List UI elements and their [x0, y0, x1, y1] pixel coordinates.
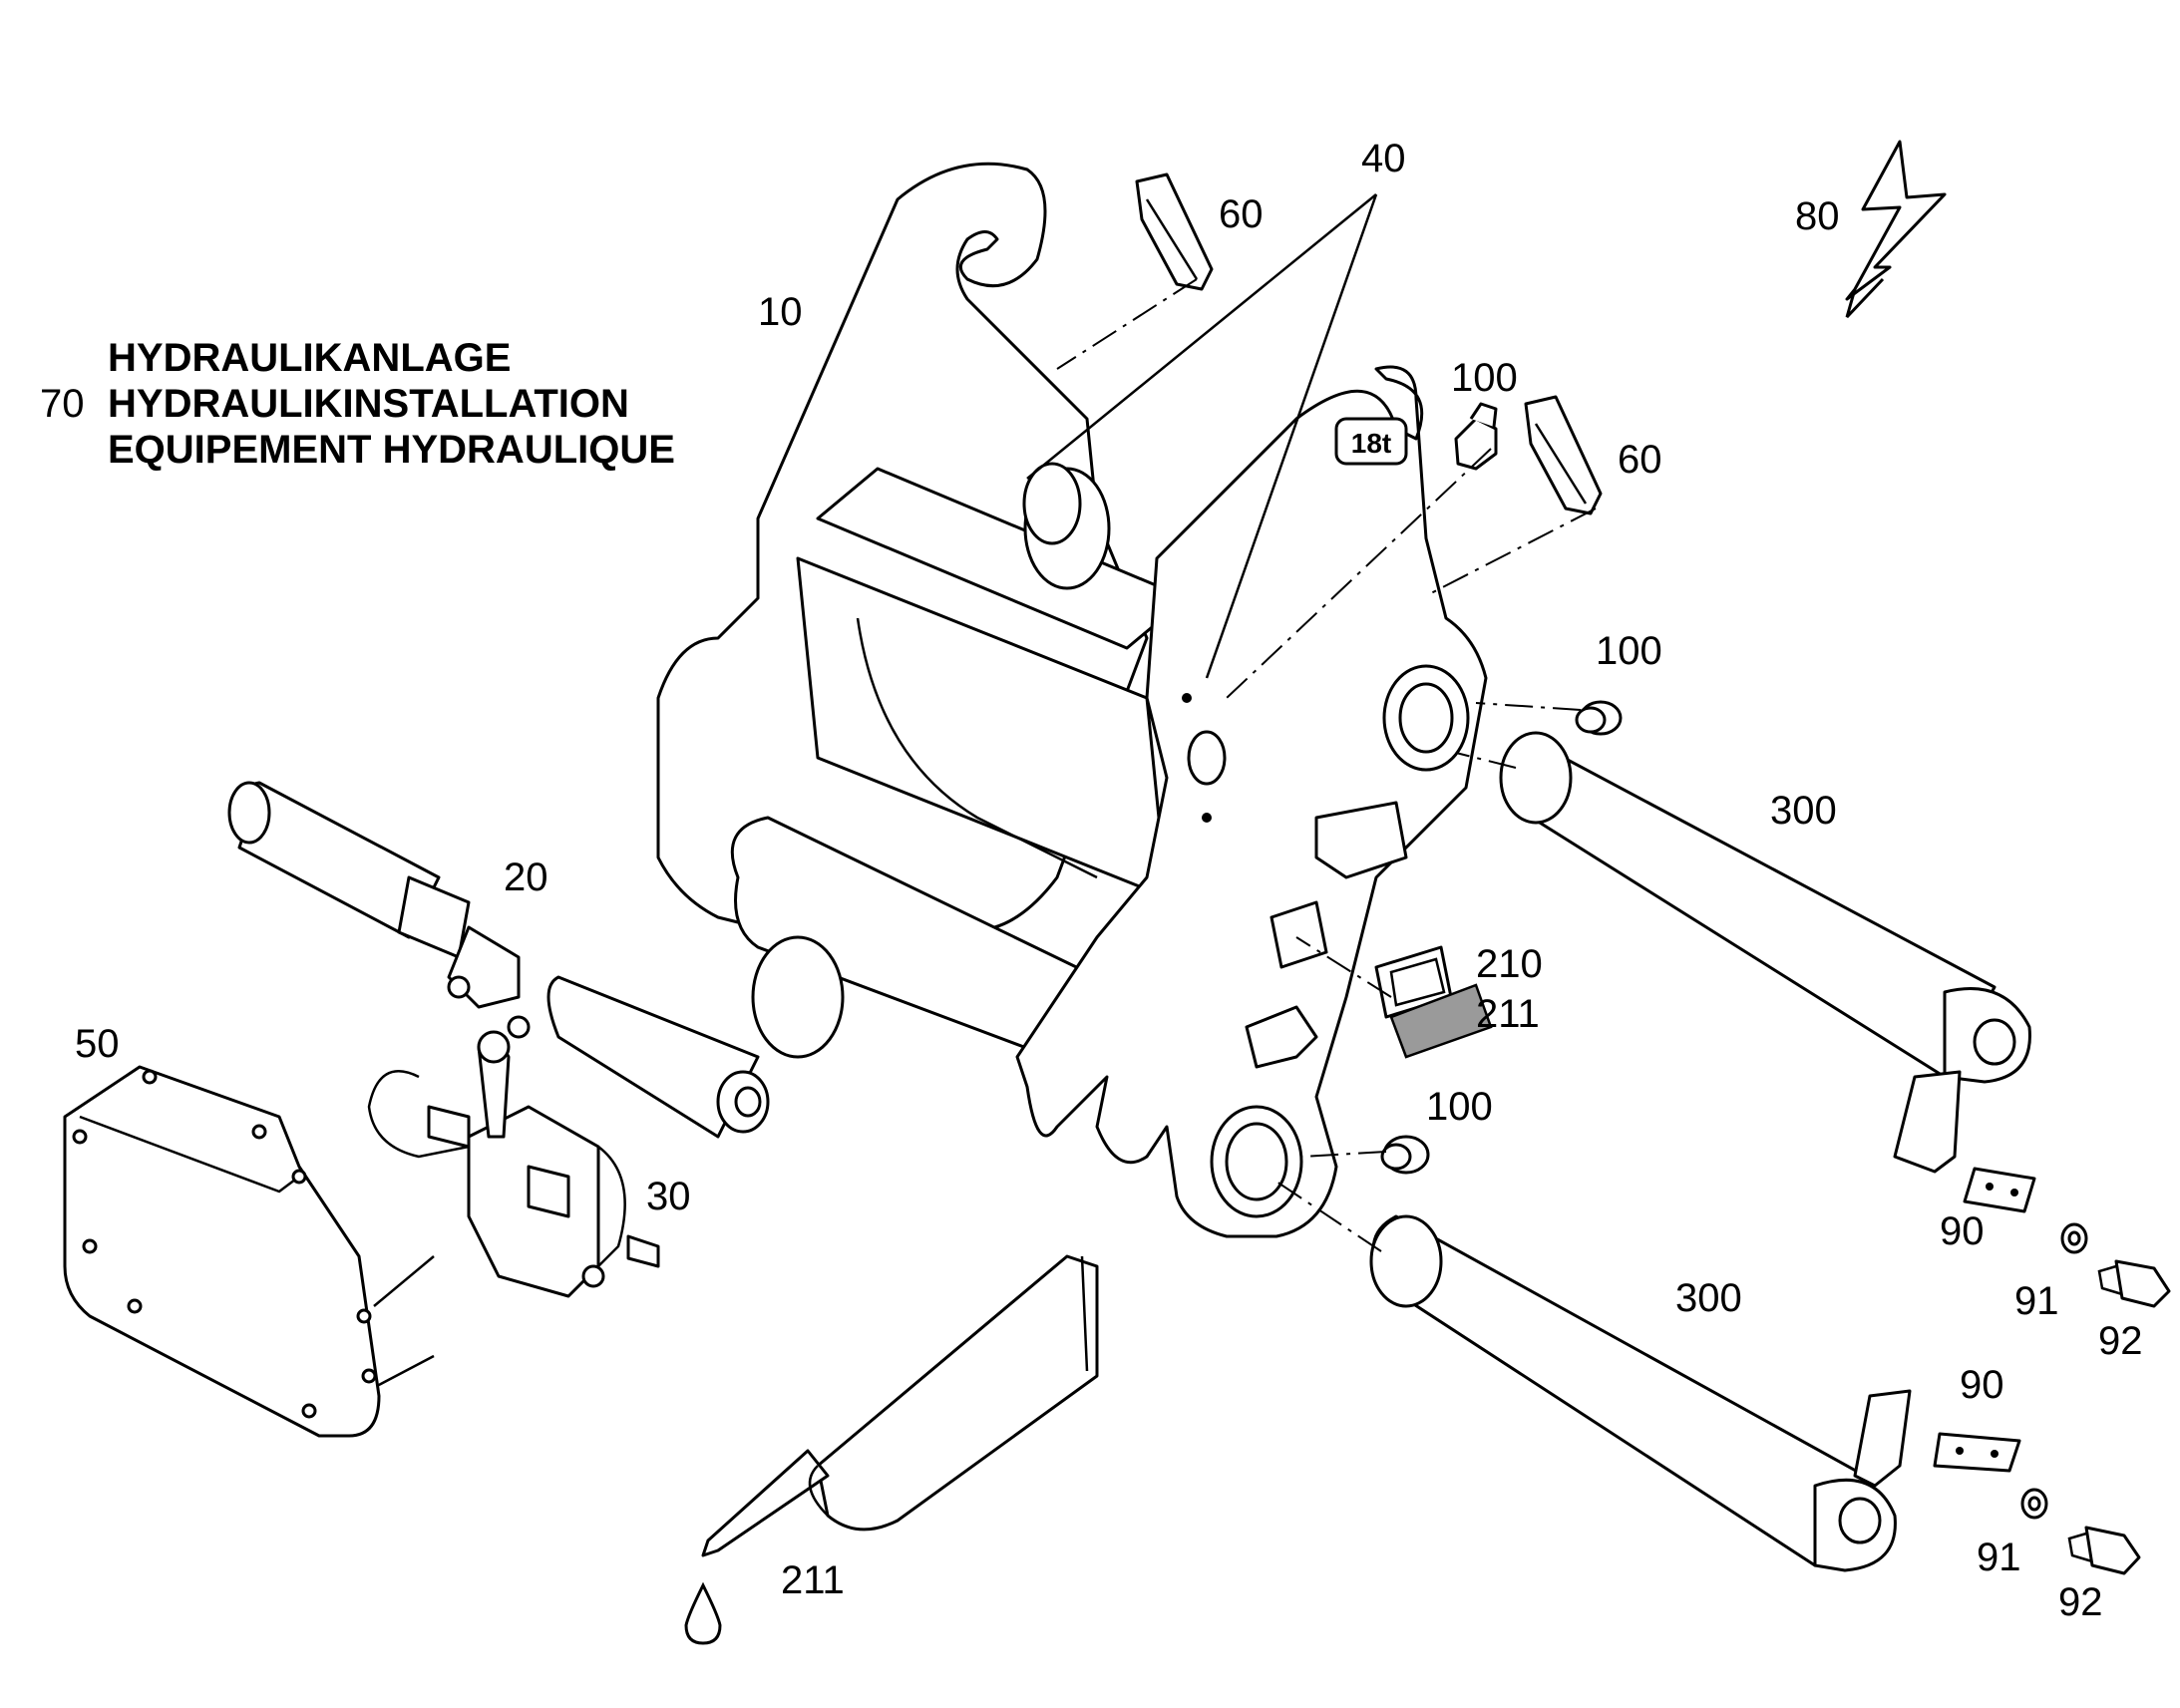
sealant-tube-211: [701, 1254, 1099, 1557]
callout-91-lower: 91: [1977, 1536, 2021, 1579]
hydraulic-cylinder-20: [227, 781, 770, 1139]
plug-100-middle: [1575, 700, 1623, 736]
callout-20: 20: [504, 855, 548, 899]
callout-80: 80: [1795, 194, 1840, 238]
retaining-plate-90-upper: [1963, 1167, 2036, 1213]
callout-100-top: 100: [1451, 356, 1518, 400]
callout-100-middle: 100: [1596, 629, 1662, 673]
electrical-bolt-icon: [1845, 140, 1947, 319]
grease-nipple-top: [1454, 402, 1498, 471]
callout-90-lower: 90: [1960, 1363, 2004, 1407]
callout-211-plate: 211: [1476, 992, 1540, 1036]
callout-92-lower: 92: [2058, 1580, 2103, 1624]
callout-210: 210: [1476, 942, 1543, 986]
callout-60-top: 60: [1219, 192, 1264, 236]
latch-part-60-right: [1524, 395, 1603, 515]
washer-91-upper: [2060, 1222, 2088, 1254]
quick-coupler-frame: 18t: [656, 162, 1488, 1238]
cover-plate-50: [63, 1065, 435, 1438]
callout-10: 10: [758, 290, 803, 334]
bolt-92-lower: [2067, 1526, 2141, 1575]
washer-91-lower: [2020, 1488, 2048, 1520]
callout-30: 30: [646, 1175, 691, 1218]
header-line-nl: HYDRAULIKINSTALLATION: [108, 382, 629, 426]
retaining-plate-90-lower: [1933, 1432, 2021, 1473]
frame-capacity-badge: 18t: [1351, 428, 1391, 459]
hydraulic-installation-header: 70 HYDRAULIKANLAGE HYDRAULIKINSTALLATION…: [40, 336, 675, 472]
latch-part-60-top: [1135, 172, 1214, 291]
callout-100-bottom: 100: [1426, 1085, 1493, 1129]
header-line-de: HYDRAULIKANLAGE: [108, 336, 511, 380]
callout-91-upper: 91: [2014, 1279, 2059, 1323]
drop-icon: [684, 1581, 722, 1645]
bolt-92-upper: [2097, 1259, 2171, 1308]
header-line-fr: EQUIPEMENT HYDRAULIQUE: [108, 428, 675, 472]
callout-90-upper: 90: [1940, 1209, 1985, 1253]
plug-100-bottom: [1380, 1135, 1430, 1175]
callout-92-upper: 92: [2098, 1319, 2143, 1363]
callout-40: 40: [1361, 137, 1406, 180]
valve-block-30: [367, 1030, 660, 1298]
callout-50: 50: [75, 1022, 120, 1066]
pin-300-lower: [1369, 1214, 1912, 1572]
header-code: 70: [40, 382, 85, 426]
type-plate-210: [1374, 945, 1493, 1059]
callout-300-upper: 300: [1770, 789, 1837, 833]
assembly-lines: [1056, 278, 1597, 1252]
callout-300-lower: 300: [1675, 1276, 1742, 1320]
callout-211-tube: 211: [781, 1558, 845, 1602]
leader-lines-40: [1026, 193, 1378, 679]
pin-300-upper: [1499, 731, 2031, 1174]
callout-60-right: 60: [1618, 438, 1662, 482]
